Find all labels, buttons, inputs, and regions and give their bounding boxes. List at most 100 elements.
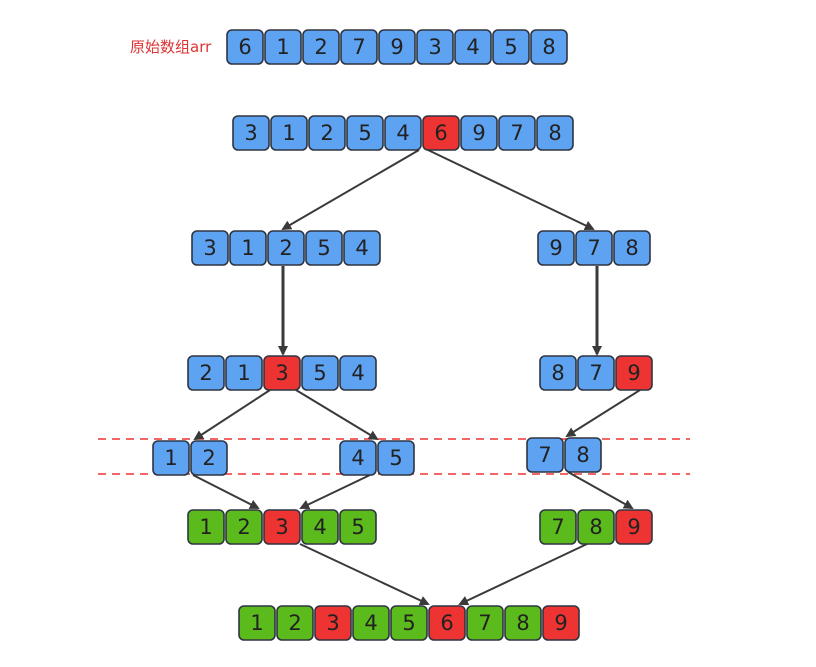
arrow-left-partition-to-left-right (295, 389, 379, 441)
cell-box (264, 29, 302, 65)
cell-value: 5 (358, 121, 371, 145)
cell-box (339, 440, 377, 476)
cell-value: 2 (237, 515, 250, 539)
cell-box (564, 437, 602, 473)
original-array-label: 原始数组arr (130, 38, 212, 56)
cell-box (454, 29, 492, 65)
cell-value: 2 (279, 236, 292, 260)
cell-value: 2 (288, 611, 301, 635)
cell-value: 6 (238, 35, 251, 59)
cell-value: 3 (275, 515, 288, 539)
cell-value: 5 (389, 446, 402, 470)
cell-value: 8 (589, 515, 602, 539)
cell-box (191, 230, 229, 266)
cell-value: 8 (542, 35, 555, 59)
cell-value: 9 (554, 611, 567, 635)
cell-value: 7 (589, 361, 602, 385)
cell-box (526, 437, 564, 473)
cell-box (384, 115, 422, 151)
cell-value: 4 (396, 121, 409, 145)
cell-value: 1 (199, 515, 212, 539)
cell-value: 3 (244, 121, 257, 145)
cell-box (346, 115, 384, 151)
array-row-right-sub: 9 7 8 (537, 230, 651, 266)
cell-value: 5 (317, 236, 330, 260)
cell-value: 3 (203, 236, 216, 260)
cell-box (536, 115, 574, 151)
cell-value: 7 (478, 611, 491, 635)
cell-box (422, 115, 460, 151)
cell-box (187, 509, 225, 545)
arrow-left-left-to-left-merged (192, 474, 260, 509)
cell-value: 2 (199, 361, 212, 385)
cell-value: 4 (351, 446, 364, 470)
cell-value: 7 (352, 35, 365, 59)
cell-value: 9 (390, 35, 403, 59)
cell-box (428, 605, 466, 641)
cell-value: 7 (587, 236, 600, 260)
cell-box (276, 605, 314, 641)
cell-value: 8 (625, 236, 638, 260)
cell-box (542, 605, 580, 641)
cell-box (225, 355, 263, 391)
cell-box (613, 230, 651, 266)
cell-box (301, 509, 339, 545)
cell-box (301, 355, 339, 391)
cell-box (530, 29, 568, 65)
cell-box (492, 29, 530, 65)
cell-value: 3 (326, 611, 339, 635)
arrows (192, 149, 641, 606)
cell-value: 7 (538, 443, 551, 467)
array-row-right-merged: 7 8 9 (539, 509, 653, 545)
cell-box (152, 440, 190, 476)
cell-value: 1 (164, 446, 177, 470)
cell-box (238, 605, 276, 641)
cell-value: 1 (276, 35, 289, 59)
cell-box (504, 605, 542, 641)
cell-box (225, 509, 263, 545)
cell-value: 9 (627, 515, 640, 539)
cell-value: 4 (364, 611, 377, 635)
cell-value: 8 (576, 443, 589, 467)
arrow-left-right-to-left-merged (299, 474, 371, 510)
cell-value: 4 (466, 35, 479, 59)
cell-value: 8 (551, 361, 564, 385)
cell-box (314, 605, 352, 641)
arrow-left-merged-to-final (299, 543, 430, 606)
cell-box (537, 230, 575, 266)
cell-value: 8 (548, 121, 561, 145)
cell-value: 9 (549, 236, 562, 260)
cell-value: 2 (314, 35, 327, 59)
cell-box (539, 355, 577, 391)
cell-value: 7 (510, 121, 523, 145)
cell-box (377, 440, 415, 476)
cell-value: 5 (504, 35, 517, 59)
cell-box (390, 605, 428, 641)
arrow-left-partition-to-left-left (193, 389, 271, 441)
cell-value: 5 (402, 611, 415, 635)
cell-box (466, 605, 504, 641)
cell-value: 1 (237, 361, 250, 385)
array-row-right-partition: 8 7 9 (539, 355, 653, 391)
cell-value: 5 (313, 361, 326, 385)
cell-box (577, 509, 615, 545)
cell-value: 9 (627, 361, 640, 385)
cell-value: 8 (516, 611, 529, 635)
cell-box (615, 509, 653, 545)
arrow-partition-1-to-left-sub (281, 149, 420, 231)
cell-box (575, 230, 613, 266)
cell-box (232, 115, 270, 151)
cell-value: 6 (440, 611, 453, 635)
cell-value: 2 (320, 121, 333, 145)
cell-box (460, 115, 498, 151)
cell-value: 7 (551, 515, 564, 539)
arrow-right-left-to-right-merged (567, 471, 634, 509)
cell-box (340, 29, 378, 65)
cell-box (339, 355, 377, 391)
